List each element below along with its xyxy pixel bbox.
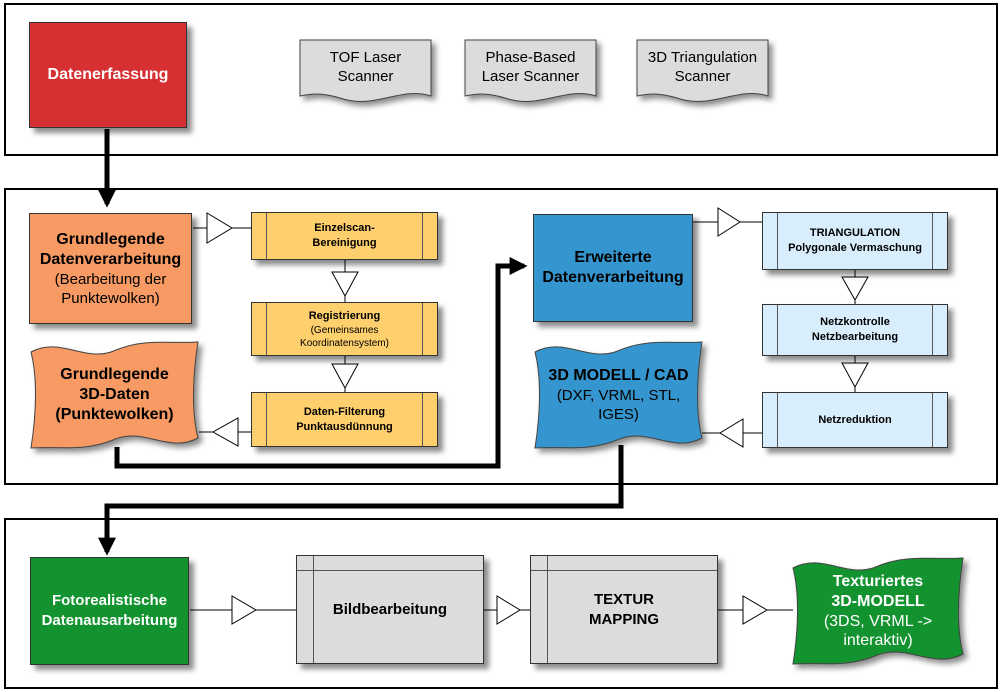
cad-line3: IGES) — [598, 406, 639, 423]
merge-triangle — [841, 276, 869, 302]
merge-triangle — [742, 595, 768, 625]
einzelscan-line1: Einzelscan- — [314, 222, 375, 234]
verarbeitung-title-line1: Grundlegende — [56, 230, 165, 248]
scanner-label-line2: Scanner — [337, 68, 394, 85]
flow-arrow-punktewolken-to-erweiterte — [114, 257, 528, 469]
netzkontrolle-process: Netzkontrolle Netzbearbeitung — [762, 304, 948, 356]
3d-modell-cad-tape: 3D MODELL / CAD (DXF, VRML, STL, IGES) — [534, 340, 703, 450]
verarbeitung-sub-line2: Punktewolken) — [61, 289, 160, 307]
fotorealistische-line2: Datenausarbeitung — [41, 612, 178, 629]
triangulation-line1: TRIANGULATION — [809, 227, 901, 239]
einzelscan-line2: Bereinigung — [312, 237, 377, 249]
texturiertes-line2: 3D-MODELL — [831, 593, 925, 610]
registrierung-process: Registrierung (Gemeinsames Koordinatensy… — [251, 302, 438, 356]
tape-shape — [534, 341, 703, 449]
bildbearbeitung-label: Bildbearbeitung — [332, 600, 448, 618]
texturiertes-3d-modell-tape: Texturiertes 3D-MODELL (3DS, VRML -> int… — [792, 556, 964, 666]
merge-triangle — [719, 418, 744, 448]
filterung-line2: Punktausdünnung — [296, 420, 393, 433]
document-shape — [299, 39, 432, 102]
scanner-label-line2: Laser Scanner — [481, 68, 580, 85]
textur-line1: TEXTUR — [594, 590, 654, 608]
texturiertes-line1: Texturiertes — [832, 573, 924, 590]
registrierung-line2: (Gemeinsames — [310, 324, 379, 336]
daten-line2: 3D-Daten — [79, 386, 150, 403]
document-shape — [464, 39, 597, 102]
merge-triangle — [231, 595, 257, 625]
verarbeitung-title-line2: Datenverarbeitung — [39, 250, 182, 268]
netzreduktion-label: Netzreduktion — [818, 413, 892, 426]
texturiertes-line3: (3DS, VRML -> — [823, 613, 933, 630]
cad-line2: (DXF, VRML, STL, — [556, 387, 681, 404]
merge-triangle — [841, 362, 869, 389]
daten-line3: (Punktewolken) — [55, 406, 174, 423]
texturiertes-line4: interaktiv) — [843, 632, 913, 649]
merge-triangle — [331, 363, 359, 390]
netzkontrolle-line2: Netzbearbeitung — [811, 331, 899, 343]
cad-line1: 3D MODELL / CAD — [548, 367, 689, 384]
grundlegende-datenverarbeitung-box: Grundlegende Datenverarbeitung (Bearbeit… — [29, 213, 192, 324]
erweiterte-line2: Datenverarbeitung — [542, 269, 684, 286]
tape-shape — [30, 341, 199, 449]
registrierung-line3: Koordinatensystem) — [300, 337, 389, 349]
merge-triangle — [496, 595, 521, 625]
textur-line2: MAPPING — [588, 610, 659, 628]
einzelscan-bereinigung-process: Einzelscan- Bereinigung — [251, 212, 438, 260]
daten-filterung-process: Daten-Filterung Punktausdünnung — [251, 392, 438, 447]
merge-triangle — [717, 207, 741, 237]
fotorealistische-line1: Fotorealistische — [51, 592, 168, 609]
scanner-label-line2: Scanner — [674, 68, 731, 85]
merge-triangle — [211, 417, 239, 447]
filterung-line1: Daten-Filterung — [303, 405, 386, 418]
netzkontrolle-line1: Netzkontrolle — [820, 316, 890, 328]
fotorealistische-datenausarbeitung-box: Fotorealistische Datenausarbeitung — [30, 557, 189, 665]
triangulation-process: TRIANGULATION Polygonale Vermaschung — [762, 212, 948, 270]
scanner-document-tof: TOF Laser Scanner — [299, 39, 432, 102]
datenerfassung-box: Datenerfassung — [29, 22, 187, 128]
textur-mapping-box: TEXTUR MAPPING — [530, 555, 718, 664]
flow-arrow-cad-to-fotorealistik — [98, 445, 624, 556]
scanner-label-line1: Phase-Based — [485, 49, 576, 66]
merge-triangle — [331, 271, 359, 298]
merge-triangle — [206, 212, 233, 244]
daten-line1: Grundlegende — [60, 366, 169, 383]
scanner-document-triangulation: 3D Triangulation Scanner — [636, 39, 769, 102]
grundlegende-3d-daten-tape: Grundlegende 3D-Daten (Punktewolken) — [30, 340, 199, 450]
bildbearbeitung-box: Bildbearbeitung — [296, 555, 484, 664]
triangulation-line2: Polygonale Vermaschung — [788, 242, 922, 254]
scanner-document-phase: Phase-Based Laser Scanner — [464, 39, 597, 102]
netzreduktion-process: Netzreduktion — [762, 392, 948, 448]
datenerfassung-label: Datenerfassung — [47, 66, 169, 83]
registrierung-line1: Registrierung — [308, 309, 381, 322]
tape-shape — [792, 557, 964, 665]
scanner-label-line1: 3D Triangulation — [647, 49, 758, 66]
erweiterte-datenverarbeitung-box: Erweiterte Datenverarbeitung — [533, 214, 693, 322]
erweiterte-line1: Erweiterte — [574, 249, 652, 266]
scanner-label-line1: TOF Laser — [329, 49, 402, 66]
verarbeitung-sub-line1: (Bearbeitung der — [54, 270, 167, 288]
document-shape — [636, 39, 769, 102]
